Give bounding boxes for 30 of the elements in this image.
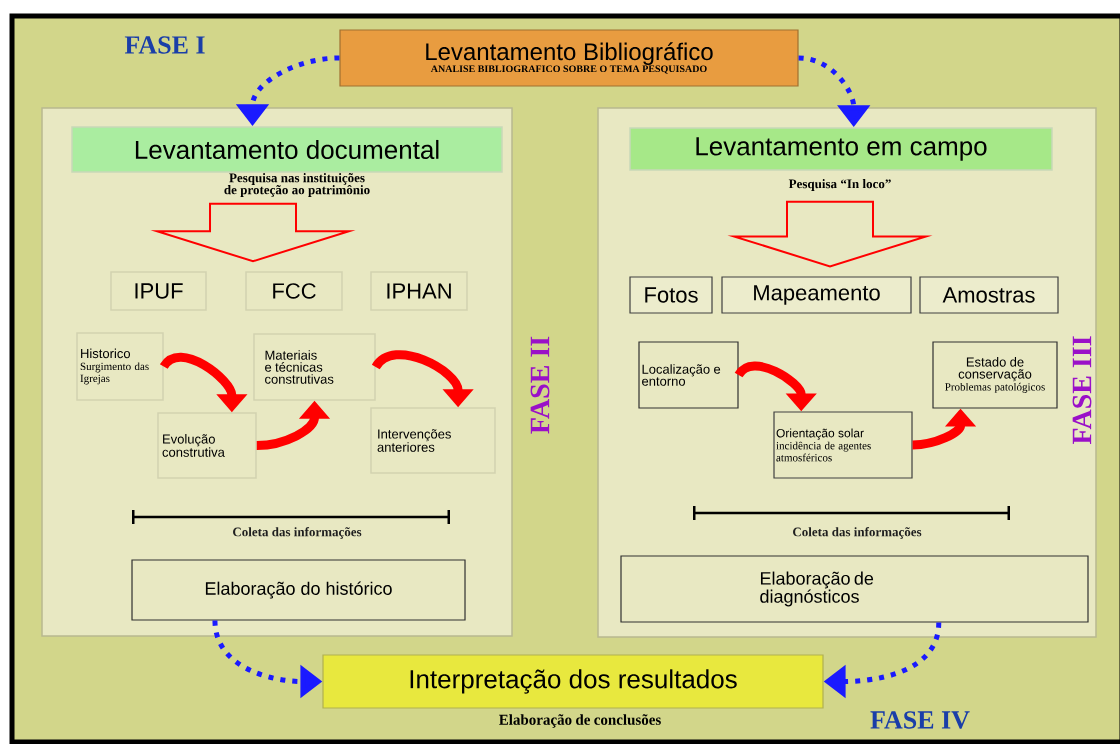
process-box: Orientação solar incidência de agentes atmosféricos — [773, 411, 913, 479]
process-box: Elaboração de diagnósticos — [620, 555, 1089, 623]
title-box: Levantamento Bibliográfico ANALISE BIBLIOGRAFICO SOBRE O TEMA PESQUISADO — [339, 29, 799, 87]
process-box: Intervenções anteriores — [370, 407, 496, 474]
process-box: Amostras — [919, 276, 1059, 314]
title-box: Levantamento documental — [71, 126, 503, 173]
caption: Coleta das informações — [793, 527, 922, 539]
block-arrow — [727, 200, 933, 268]
title-box: Levantamento em campo — [629, 127, 1053, 171]
process-box: Evolução construtiva — [157, 412, 257, 479]
process-box: Estado de conservação Problemas patológicos — [932, 341, 1058, 409]
process-box: FCC — [245, 271, 343, 311]
process-box: Fotos — [629, 276, 713, 314]
process-box: IPUF — [110, 271, 207, 311]
phase-label: FASE II — [530, 336, 550, 434]
phase-label: FASE I — [124, 36, 205, 54]
process-box: Historico Surgimento das Igrejas — [76, 332, 164, 401]
block-arrow — [150, 202, 356, 263]
caption: Coleta das informações — [233, 527, 362, 539]
process-box: Elaboração do histórico — [131, 559, 466, 621]
process-box: Mapeamento — [721, 276, 912, 314]
title-box: Interpretação dos resultados — [322, 654, 824, 709]
phase-label: FASE III — [1072, 336, 1092, 445]
phase-label: FASE IV — [870, 711, 970, 729]
process-box: IPHAN — [370, 271, 468, 311]
process-box: Localização e entorno — [638, 341, 739, 409]
node-label: Elaboração de conclusões — [499, 714, 661, 728]
process-box: Materiais e técnicas construtivas — [253, 333, 376, 401]
node-label: Pesquisa “In loco” — [788, 179, 891, 191]
node-label: Pesquisa nas instituições de proteção ao patrimônio — [224, 173, 370, 197]
